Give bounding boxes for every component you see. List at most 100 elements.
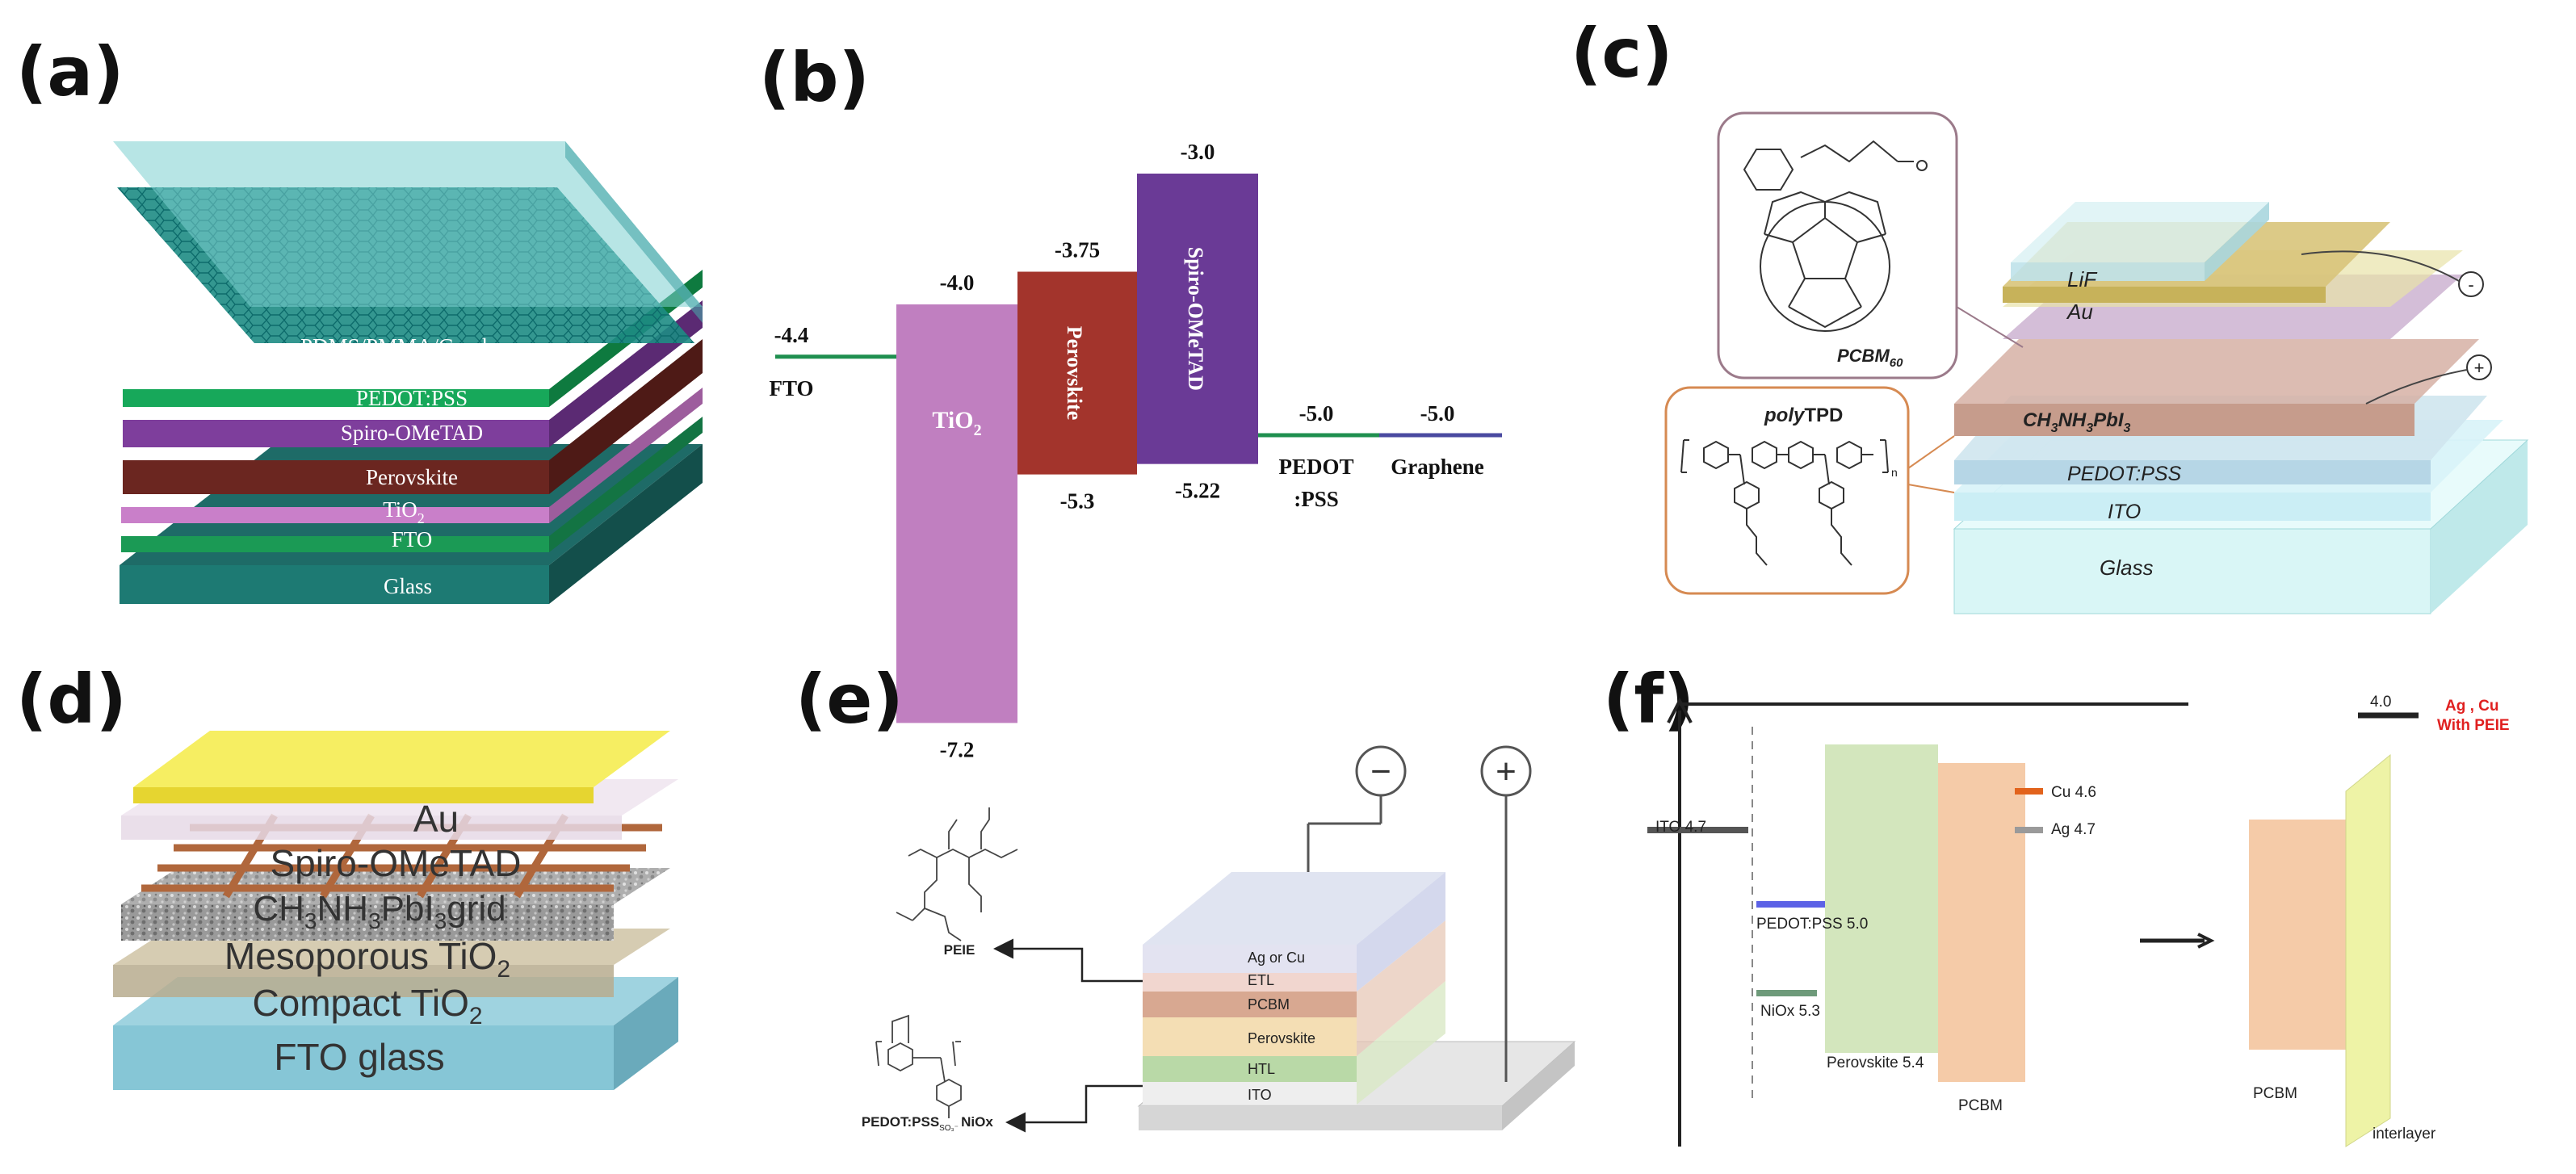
layer-c-perovskite: [1954, 404, 2414, 436]
stack-e: [1137, 872, 1576, 1130]
layer-glass: [120, 565, 549, 604]
layer-e-perovskite: [1143, 1017, 1357, 1056]
label-d-grid: CH3NH3PbI3grid: [253, 889, 506, 933]
panel-label-a: (a): [16, 32, 124, 111]
label-f-interlayer: interlayer: [2373, 1126, 2436, 1143]
layer-pedot: [123, 389, 549, 407]
bar-f-perovskite: [1825, 744, 1938, 1053]
label-e-ag: Ag or Cu: [1248, 950, 1305, 966]
label-f-peie-value: 4.0: [2370, 694, 2391, 711]
label-a-glass: Glass: [384, 574, 432, 598]
label-f-ito: ITO 4.7: [1655, 819, 1706, 836]
label-f-ag: Ag 4.7: [2051, 821, 2096, 838]
fullerene-icon: [1743, 140, 1928, 332]
label-e-htl: HTL: [1248, 1061, 1275, 1077]
band-diagram: -4.4FTO-4.0-7.2TiO2-3.75-5.3Perovskite-3…: [769, 140, 1502, 761]
value-perovskite-top: -3.75: [1055, 238, 1100, 262]
label-c-glass: Glass: [2100, 556, 2153, 580]
layer-e-ito: [1143, 1082, 1357, 1105]
name-tio2: TiO2: [932, 407, 981, 439]
bar-f-interlayer: [2345, 753, 2391, 1147]
label-c-perovskite: CH3NH3PbI3: [2023, 409, 2131, 435]
layer-c-glass: [1953, 528, 2431, 614]
value-tio2-bottom: -7.2: [940, 737, 975, 761]
label-c-pedot: PEDOT:PSS: [2067, 463, 2182, 485]
label-d-fto: FTO glass: [274, 1036, 444, 1078]
box-perovskite: [1017, 271, 1137, 475]
plus-sign-e: +: [1496, 752, 1517, 791]
panel-label-e: (e): [795, 660, 904, 739]
name-fto: FTO: [769, 376, 813, 400]
value-pedot: -5.0: [1299, 401, 1334, 426]
label-e-ito: ITO: [1248, 1087, 1272, 1103]
label-pcbm60: PCBM60: [1837, 346, 1903, 370]
stack-a: [113, 141, 703, 604]
panel-f-bars: [1647, 744, 2043, 1082]
svg-text:SO₃⁻: SO₃⁻: [939, 1124, 959, 1133]
stack-c: [1953, 202, 2529, 614]
name-pedot-1: PEDOT: [1278, 455, 1353, 479]
layer-c-pedot: [1954, 460, 2431, 484]
minus-sign-e: −: [1370, 752, 1391, 791]
layer-e-pcbm: [1143, 992, 1357, 1017]
value-graphene: -5.0: [1420, 401, 1455, 426]
layer-e-htl: [1143, 1056, 1357, 1082]
layer-tio2: [121, 507, 549, 523]
panel-a: (a) PDMS/PMMA/Graphene PEDOT:PSS Spiro-O: [16, 32, 703, 604]
label-f-pedot: PEDOT:PSS 5.0: [1756, 916, 1868, 933]
value-fto: -4.4: [774, 323, 809, 347]
panel-f: (f): [1603, 660, 2419, 1147]
label-c-lif: LiF: [2067, 267, 2098, 291]
label-f-cu: Cu 4.6: [2051, 784, 2096, 801]
terminal-minus-c: [2458, 271, 2484, 297]
polytpd-structure-icon: [1680, 439, 1889, 566]
stack-d: [113, 731, 678, 1090]
pdms-top: [113, 141, 703, 307]
name-perovskite: Perovskite: [1063, 326, 1086, 421]
label-f-pcbm2: PCBM: [2253, 1085, 2297, 1102]
label-f-perovskite: Perovskite 5.4: [1827, 1055, 1924, 1071]
plus-sign-c: +: [2474, 358, 2485, 378]
label-d-au: Au: [413, 798, 459, 840]
pedot-structure-icon: [875, 1014, 962, 1118]
panel-c: (c) LiF Au CH3NH3PbI3 PEDOT:PSS ITO Glas…: [1571, 14, 2529, 614]
label-d-compact: Compact TiO2: [252, 982, 482, 1029]
polytpd-callout: [1664, 386, 1910, 595]
panel-label-d: (d): [16, 660, 127, 739]
layer-perovskite: [123, 460, 549, 494]
label-a-perovskite: Perovskite: [366, 465, 458, 489]
label-a-spiro: Spiro-OMeTAD: [341, 421, 483, 445]
label-c-ito: ITO: [2108, 501, 2141, 523]
layer-d-au: [133, 787, 594, 803]
label-f-pcbm: PCBM: [1958, 1097, 2003, 1114]
label-polytpd: polyTPD: [1764, 405, 1843, 426]
layer-d-fto: [113, 1025, 614, 1090]
label-a-pdms: PDMS/PMMA/Graphene: [300, 334, 523, 358]
name-pedot-2: :PSS: [1294, 487, 1339, 511]
label-pedot-e: PEDOT:PSS: [862, 1114, 939, 1130]
label-f-peie-2: With PEIE: [2437, 717, 2510, 734]
layer-spiro: [123, 420, 549, 447]
layer-d-meso: [121, 904, 614, 941]
peie-structure-icon: [896, 807, 1018, 941]
label-d-spiro: Spiro-OMeTAD: [271, 842, 522, 884]
panel-label-b: (b): [759, 38, 870, 117]
bar-f-pcbm: [1938, 763, 2025, 1082]
name-graphene: Graphene: [1391, 455, 1484, 479]
panel-b: (b) -4.4FTO-4.0-7.2TiO2-3.75-5.3Perovski…: [759, 38, 1502, 761]
panel-e: (e) Ag or Cu ETL PCBM Perovskite HTL ITO…: [795, 660, 1576, 1133]
label-c-au: Au: [2066, 300, 2093, 324]
value-perovskite-bottom: -5.3: [1060, 489, 1095, 514]
polytpd-n: n: [1891, 466, 1898, 479]
layer-d-compact: [113, 965, 614, 997]
terminal-plus-c: [2466, 354, 2492, 380]
label-f-niox: NiOx 5.3: [1760, 1003, 1820, 1020]
label-a-tio2: TiO2: [383, 497, 425, 526]
label-f-peie-1: Ag , Cu: [2445, 698, 2499, 715]
layer-e-etl: [1143, 973, 1357, 992]
label-a-pedot: PEDOT:PSS: [356, 386, 468, 410]
panel-label-c: (c): [1571, 14, 1673, 93]
box-tio2: [896, 304, 1017, 723]
layer-d-spiro: [121, 816, 622, 840]
